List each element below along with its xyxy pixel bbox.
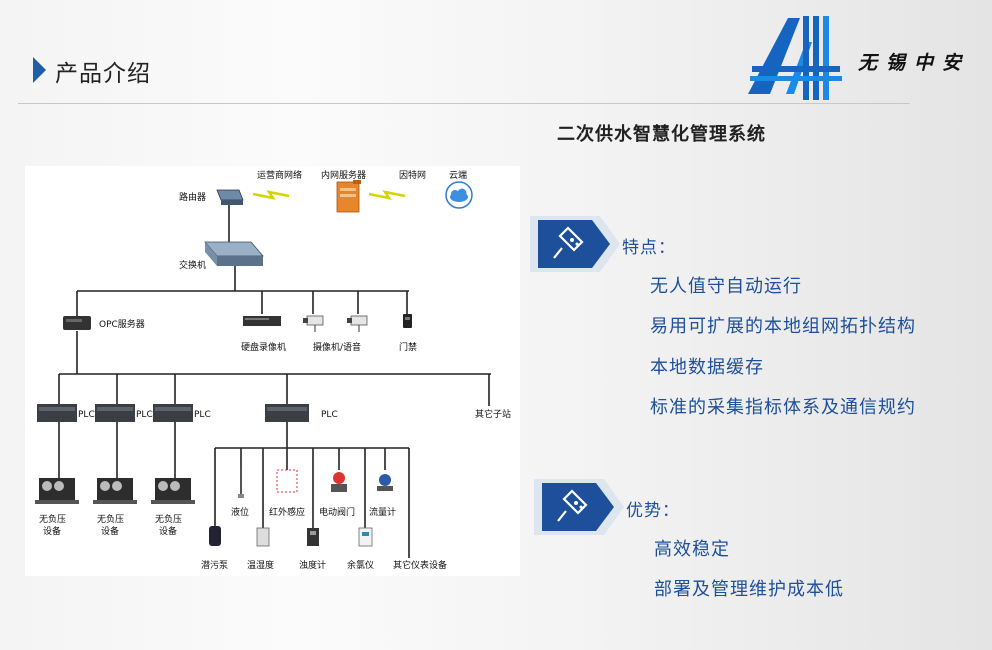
pump-equipment-icon bbox=[93, 478, 137, 504]
electric-valve-icon bbox=[331, 472, 347, 492]
feature-item: 标准的采集指标体系及通信规约 bbox=[650, 397, 916, 418]
pump-equipment-icon bbox=[151, 478, 195, 504]
chlorine-meter-icon bbox=[358, 527, 373, 547]
level-sensor-icon bbox=[238, 468, 244, 498]
advantage-item: 部署及管理维护成本低 bbox=[654, 579, 844, 600]
nvr-label: 硬盘录像机 bbox=[241, 341, 286, 353]
server-icon bbox=[336, 180, 361, 213]
plc-icon bbox=[265, 404, 309, 422]
feature-item: 易用可扩展的本地组网拓扑结构 bbox=[650, 316, 916, 337]
equipment-label: 无负压 bbox=[39, 513, 66, 525]
system-title: 二次供水智慧化管理系统 bbox=[557, 124, 766, 145]
network-switch-icon bbox=[204, 241, 264, 266]
opc-server-icon bbox=[63, 316, 91, 330]
sensor-label: 浊度计 bbox=[299, 559, 326, 571]
features-title: 特点： bbox=[622, 238, 676, 258]
sensor-label: 红外感应 bbox=[269, 506, 305, 518]
plc-label: PLC bbox=[78, 410, 95, 420]
camera-label: 摄像机/语音 bbox=[313, 341, 361, 353]
equipment-label: 设备 bbox=[43, 525, 61, 537]
opc-server-label: OPC服务器 bbox=[99, 318, 145, 330]
internet-label: 因特网 bbox=[399, 169, 426, 181]
isp-label: 运营商网络 bbox=[257, 169, 302, 181]
sensor-label: 液位 bbox=[231, 506, 249, 518]
equipment-label: 无负压 bbox=[155, 513, 182, 525]
equipment-label: 设备 bbox=[159, 525, 177, 537]
equipment-label: 无负压 bbox=[97, 513, 124, 525]
feature-item: 无人值守自动运行 bbox=[650, 276, 802, 297]
router-icon bbox=[216, 189, 244, 205]
other-station-label: 其它子站 bbox=[475, 408, 511, 420]
thermo-hygrometer-icon bbox=[256, 527, 270, 547]
pump-equipment-icon bbox=[35, 478, 79, 504]
sensor-label: 潜污泵 bbox=[201, 559, 228, 571]
plc-label: PLC bbox=[194, 410, 211, 420]
wireless-link-icon bbox=[368, 190, 406, 200]
plc-label: PLC bbox=[321, 410, 338, 420]
flow-meter-icon bbox=[377, 474, 393, 491]
plc-icon bbox=[153, 404, 193, 422]
sensor-label: 电动阀门 bbox=[319, 506, 355, 518]
header-arrow-icon bbox=[33, 57, 46, 83]
camera-icon bbox=[347, 315, 368, 332]
sensor-label: 其它仪表设备 bbox=[393, 559, 447, 571]
camera-icon bbox=[303, 315, 324, 332]
switch-label: 交换机 bbox=[179, 259, 206, 271]
company-name: 无锡中安 bbox=[858, 52, 971, 74]
nvr-icon bbox=[243, 316, 281, 326]
company-logo-icon bbox=[748, 16, 842, 100]
intranet-server-label: 内网服务器 bbox=[321, 169, 366, 181]
sensor-label: 温湿度 bbox=[247, 559, 274, 571]
equipment-label: 设备 bbox=[101, 525, 119, 537]
advantage-item: 高效稳定 bbox=[654, 539, 730, 560]
page-title: 产品介绍 bbox=[55, 61, 151, 87]
sensor-label: 流量计 bbox=[369, 506, 396, 518]
advantages-title: 优势： bbox=[626, 501, 680, 521]
plc-icon bbox=[95, 404, 135, 422]
plc-icon bbox=[37, 404, 77, 422]
network-topology-diagram: 路由器 运营商网络 内网服务器 因特网 云端 交换机 OPC服务器 硬盘录像机 bbox=[25, 166, 520, 576]
infrared-sensor-icon bbox=[276, 469, 298, 493]
plc-label: PLC bbox=[136, 410, 153, 420]
access-control-icon bbox=[403, 314, 412, 328]
feature-item: 本地数据缓存 bbox=[650, 357, 764, 378]
cloud-icon bbox=[445, 181, 473, 209]
advantages-badge-icon bbox=[534, 479, 624, 535]
sensor-label: 余氯仪 bbox=[347, 559, 374, 571]
router-label: 路由器 bbox=[179, 191, 206, 203]
features-badge-icon bbox=[530, 216, 620, 272]
wireless-link-icon bbox=[252, 190, 290, 200]
sewage-pump-icon bbox=[209, 526, 221, 546]
turbidity-meter-icon bbox=[307, 528, 319, 546]
cloud-label: 云端 bbox=[449, 169, 467, 181]
door-label: 门禁 bbox=[399, 341, 417, 353]
header-divider bbox=[18, 103, 910, 104]
